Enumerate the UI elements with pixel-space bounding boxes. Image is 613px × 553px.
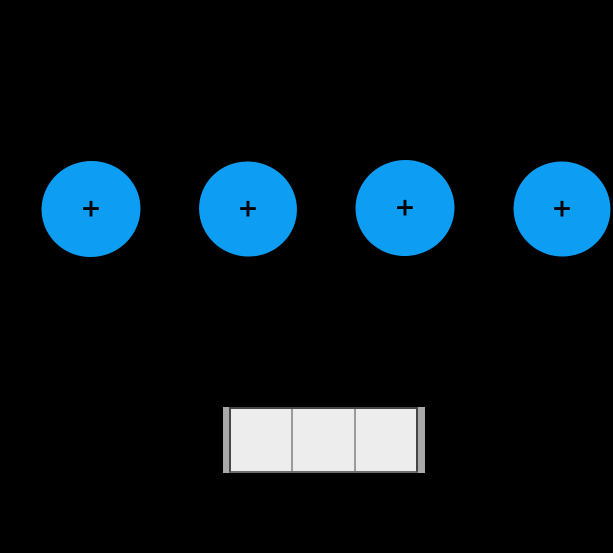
circle-ellipse — [355, 159, 455, 257]
circle-ellipse — [199, 161, 297, 257]
node-circle-3[interactable]: + — [349, 152, 461, 264]
table[interactable] — [223, 407, 425, 473]
table-body — [229, 407, 418, 473]
circle-ellipse — [41, 160, 141, 258]
circle-shape — [199, 161, 297, 257]
node-plus-label: + — [394, 192, 416, 222]
table-right-cap — [418, 407, 425, 473]
node-circle-2[interactable]: + — [192, 153, 304, 265]
circle-shape — [355, 159, 455, 257]
node-circle-4[interactable]: + — [506, 153, 613, 265]
node-plus-label: + — [80, 193, 102, 223]
table-cell[interactable] — [231, 409, 292, 471]
node-circle-1[interactable]: + — [35, 153, 147, 265]
circle-shape — [513, 161, 611, 257]
node-plus-label: + — [551, 193, 573, 223]
circle-ellipse — [513, 161, 611, 257]
circle-shape — [41, 160, 141, 258]
node-plus-label: + — [237, 193, 259, 223]
table-cell[interactable] — [293, 409, 354, 471]
table-left-cap — [223, 407, 229, 473]
table-divider — [353, 409, 356, 471]
table-cell[interactable] — [355, 409, 416, 471]
table-divider — [291, 409, 294, 471]
